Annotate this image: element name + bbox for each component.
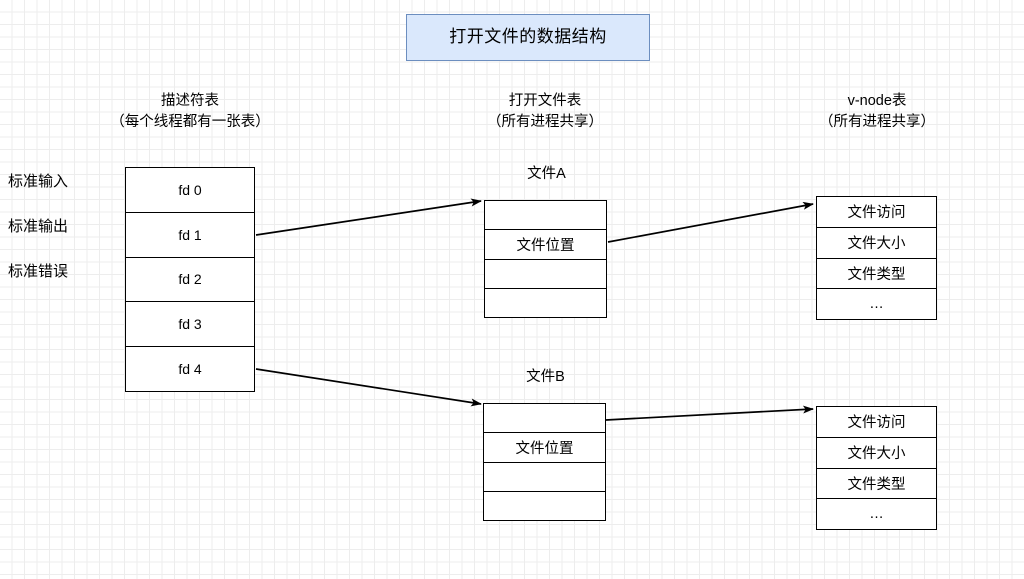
diagram-title-box: 打开文件的数据结构 [406,14,650,61]
open-file-a-row-2[interactable]: 文件位置 [485,230,606,260]
vnode-b-row-size[interactable]: 文件大小 [817,437,936,469]
connector-fd4-to-file-b [255,368,482,407]
open-file-b-row-1[interactable] [484,404,605,434]
label-stdin-text: 标准输入 [8,173,69,190]
open-file-a-row-1[interactable] [485,201,606,231]
label-stderr-text: 标准错误 [8,263,69,280]
open-file-b-row-2[interactable]: 文件位置 [484,433,605,463]
connector-file-b-to-vnode-b [605,405,814,421]
vnode-a-row-type[interactable]: 文件类型 [817,258,936,290]
vnode-b-row-access-label: 文件访问 [847,415,906,432]
descriptor-row-fd1-label: fd 1 [178,226,202,243]
open-file-a-row-3[interactable] [485,259,606,289]
vnode-b-row-ellipsis[interactable]: … [817,499,936,529]
descriptor-row-fd4-label: fd 4 [178,361,202,378]
vnode-a-row-size[interactable]: 文件大小 [817,227,936,259]
vnode-b-row-type-label: 文件类型 [847,476,906,493]
vnode-table-b: 文件访问 文件大小 文件类型 … [816,406,937,530]
vnode-b-row-access[interactable]: 文件访问 [817,407,936,438]
descriptor-row-fd1[interactable]: fd 1 [126,212,254,258]
descriptor-row-fd3-label: fd 3 [178,316,202,333]
caption-file-b-text: 文件B [526,369,565,385]
heading-vnode-line1: v-node表 [847,93,907,109]
caption-file-a: 文件A [485,165,608,183]
label-stdout-text: 标准输出 [8,218,69,235]
label-stderr: 标准错误 [8,263,68,281]
open-file-a-row-2-label: 文件位置 [516,237,575,254]
page-title: 打开文件的数据结构 [449,27,607,47]
descriptor-table: fd 0 fd 1 fd 2 fd 3 fd 4 [125,167,255,392]
descriptor-row-fd2[interactable]: fd 2 [126,257,254,303]
vnode-b-row-ellipsis-label: … [869,506,884,523]
heading-descriptor-table: 描述符表 （每个线程都有一张表） [110,91,270,133]
vnode-a-row-access[interactable]: 文件访问 [817,197,936,228]
open-file-b-row-2-label: 文件位置 [515,440,574,457]
vnode-a-row-ellipsis-label: … [869,296,884,313]
descriptor-row-fd0[interactable]: fd 0 [126,168,254,213]
label-stdin: 标准输入 [8,173,68,191]
vnode-table-a: 文件访问 文件大小 文件类型 … [816,196,937,320]
heading-vnode-table: v-node表 （所有进程共享） [797,91,957,133]
open-file-table-b: 文件位置 [483,403,606,521]
vnode-a-row-access-label: 文件访问 [847,205,906,222]
descriptor-row-fd2-label: fd 2 [178,271,202,288]
vnode-b-row-type[interactable]: 文件类型 [817,468,936,500]
caption-file-b: 文件B [484,368,607,386]
open-file-a-row-4[interactable] [485,288,606,317]
label-stdout: 标准输出 [8,218,68,236]
open-file-table-a: 文件位置 [484,200,607,318]
heading-vnode-line2: （所有进程共享） [819,114,935,130]
vnode-a-row-size-label: 文件大小 [847,236,906,253]
vnode-a-row-type-label: 文件类型 [847,266,906,283]
heading-open-file-line2: （所有进程共享） [487,114,603,130]
heading-descriptor-line2: （每个线程都有一张表） [110,114,270,130]
open-file-b-row-3[interactable] [484,462,605,492]
heading-descriptor-line1: 描述符表 [161,93,219,109]
caption-file-a-text: 文件A [527,166,566,182]
vnode-b-row-size-label: 文件大小 [847,446,906,463]
heading-open-file-line1: 打开文件表 [508,93,582,109]
heading-open-file-table: 打开文件表 （所有进程共享） [465,91,625,133]
descriptor-row-fd4[interactable]: fd 4 [126,347,254,391]
descriptor-row-fd0-label: fd 0 [178,181,202,198]
descriptor-row-fd3[interactable]: fd 3 [126,302,254,348]
connector-fd1-to-file-a [255,198,482,236]
connector-file-a-to-vnode-a [607,201,814,243]
vnode-a-row-ellipsis[interactable]: … [817,289,936,319]
open-file-b-row-4[interactable] [484,491,605,520]
